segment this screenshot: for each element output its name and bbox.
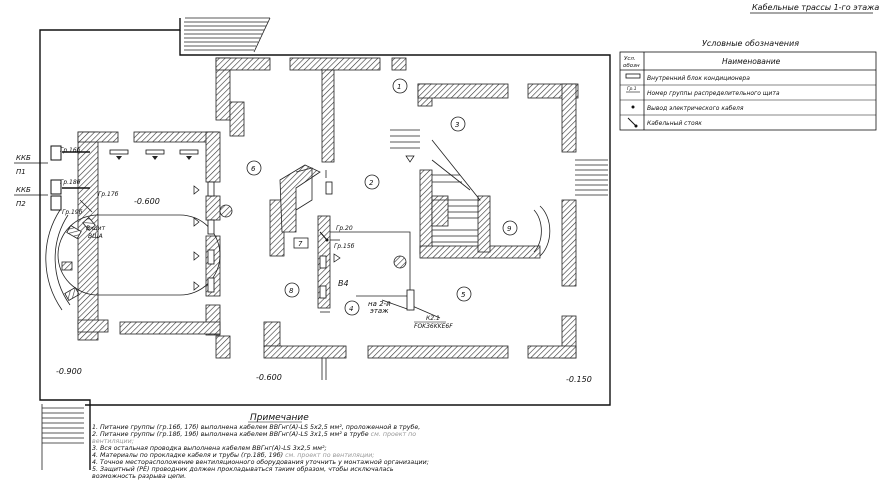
k21-label: К2.1 (426, 315, 440, 322)
center-angled-wall (279, 164, 321, 233)
indoor-units (109, 149, 415, 311)
p1-label: П1 (16, 168, 26, 176)
kkb1-label: ККБ (16, 154, 31, 162)
k21-type-label: FOK36KKE6F (414, 323, 453, 330)
legend-col-symbol-2: обозн (623, 63, 640, 69)
walls (77, 57, 579, 359)
gr20-label: Гр.20 (336, 225, 353, 232)
note-line-6: 4. Точное месторасположение вентиляционн… (92, 458, 429, 466)
to-floor2-label-2: этаж (370, 307, 389, 315)
outdoor-units: ККБ П1 ККБ П2 Гр.16б Гр.18б Гр.17б Гр.19… (14, 145, 119, 240)
room-8: 8 (289, 287, 294, 295)
gr18-label: Гр.18б (60, 179, 81, 186)
note-line-3: вентиляции; (92, 438, 134, 445)
room-5: 5 (461, 291, 466, 299)
note-line-5: 4. Материалы по прокладке кабеля и трубы… (92, 451, 374, 459)
top-steps (184, 17, 271, 53)
gr17-label: Гр.17б (98, 191, 119, 198)
p2-label: П2 (16, 200, 26, 208)
site-boundary (39, 17, 611, 470)
room-4: 4 (349, 305, 353, 313)
room-7: 7 (298, 240, 303, 248)
main-stair (390, 129, 551, 257)
title-text: Кабельные трассы 1-го этажа (752, 3, 879, 12)
room-2: 2 (369, 179, 374, 187)
room-6: 6 (251, 165, 256, 173)
bottom-steps (41, 404, 84, 470)
gr15-label: Гр.15б (334, 243, 355, 250)
legend-heading: Условные обозначения (702, 39, 799, 48)
kkb2-label: ККБ (16, 186, 31, 194)
legend-row-2-symbol: Гр.1 (627, 86, 637, 92)
shield-label-1: В щит (86, 225, 106, 232)
note-line-8: возможность разрыва цепи. (92, 473, 186, 480)
legend-col-symbol-1: Усл. (624, 56, 636, 62)
note-line-7: 5. Защитный (PE) проводник должен прокла… (92, 465, 394, 473)
room-9: 9 (507, 225, 512, 233)
note-line-4: 3. Вся остальная проводка выполнена кабе… (92, 444, 327, 452)
plan-labels: Гр.20 Гр.15б В4 на 2-й этаж К2.1 FOK36KK… (334, 225, 453, 330)
cable-riser-icon (627, 117, 638, 128)
legend-row-2-label: Номер группы распределительного щита (647, 90, 780, 97)
air-conditioner-unit-icon (625, 73, 641, 79)
to-floor2-label-1: на 2-й (368, 300, 391, 308)
room-3: 3 (455, 121, 459, 129)
shield-label-2: ВЩА (88, 233, 103, 240)
panel-group-number-icon: Гр.1 (626, 86, 640, 93)
note-line-2: 2. Питание группы (гр.18б, 19б) выполнен… (92, 430, 416, 438)
gr16-label: Гр.16б (60, 147, 81, 154)
gr19-label: Гр.19б (62, 209, 83, 216)
level-mark-1: -0.600 (134, 197, 160, 206)
notes-heading: Примечание (250, 413, 309, 423)
cable-routes (62, 151, 441, 319)
cable-outlet-dot-icon (631, 105, 635, 109)
level-mark-3: -0.600 (256, 373, 282, 382)
legend-row-1-label: Внутренний блок кондиционера (647, 75, 750, 82)
b4-label: В4 (338, 279, 349, 288)
notes: Примечание 1. Питание группы (гр.16б, 17… (92, 413, 429, 480)
legend-row-4-label: Кабельный стояк (647, 120, 702, 127)
drawing-title: Кабельные трассы 1-го этажа (750, 3, 879, 14)
note-line-1: 1. Питание группы (гр.16б, 17б) выполнен… (92, 423, 420, 431)
legend: Условные обозначения Усл. обозн Наименов… (619, 39, 877, 131)
legend-row-3-label: Вывод электрического кабеля (647, 105, 744, 112)
level-mark-4: -0.150 (566, 375, 592, 384)
right-steps (575, 159, 608, 196)
room-1: 1 (397, 83, 401, 91)
level-marks: -0.600 -0.900 -0.600 -0.150 (56, 197, 592, 384)
legend-col-name: Наименование (722, 57, 781, 66)
level-mark-2: -0.900 (56, 367, 82, 376)
room-numbers: 1 2 3 4 5 6 7 8 9 (246, 78, 518, 316)
